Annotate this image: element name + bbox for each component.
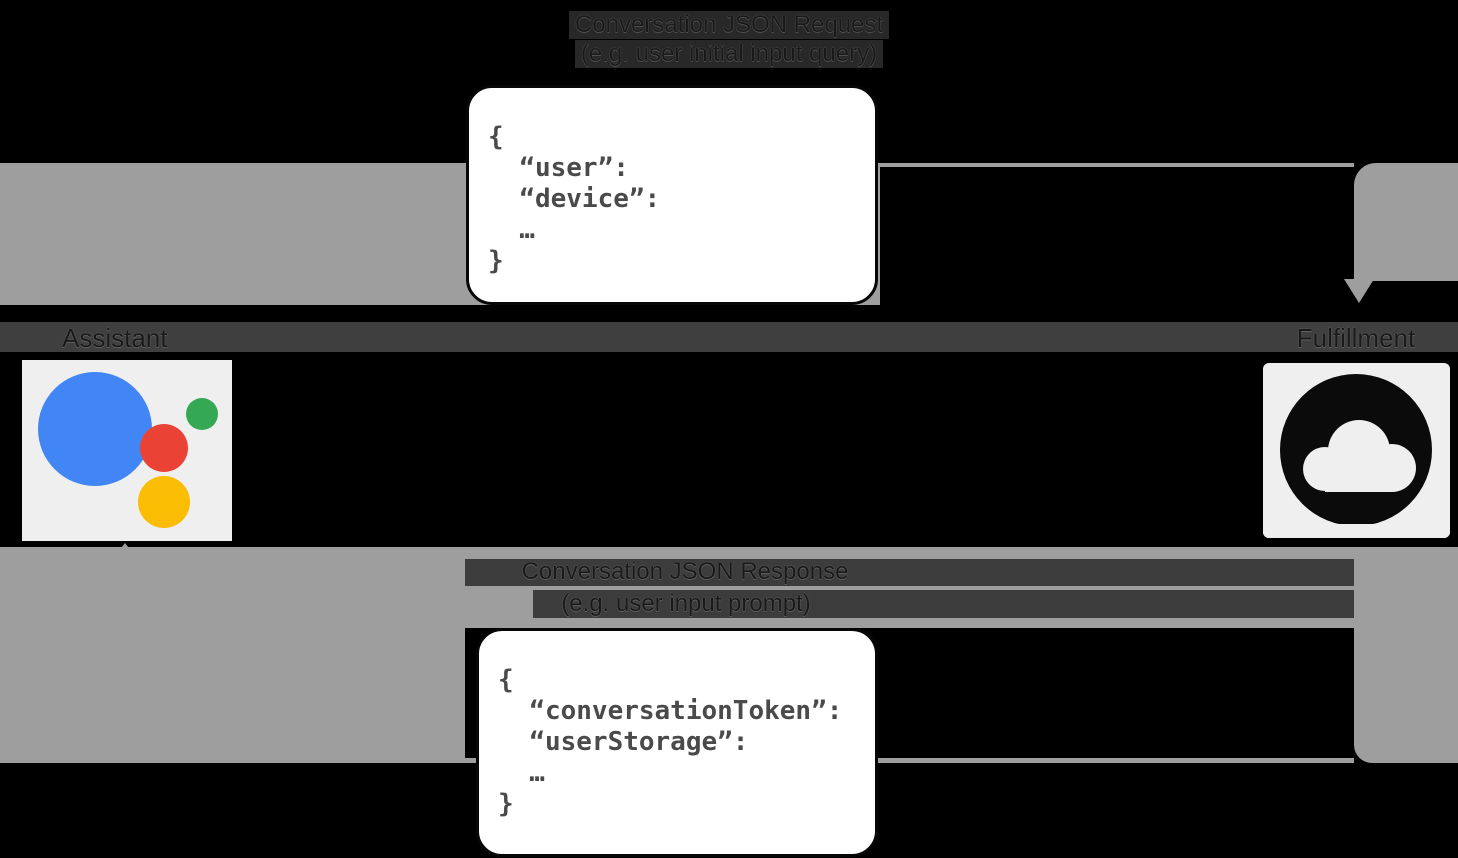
code-line: “userStorage”: xyxy=(498,727,749,757)
request-arrowhead-icon xyxy=(1344,279,1374,303)
code-line: “device”: xyxy=(488,184,661,214)
code-line: “user”: xyxy=(488,153,629,183)
request-label-title: Conversation JSON Request xyxy=(568,11,890,39)
response-label-band-1 xyxy=(455,559,1354,586)
response-json-box: { “conversationToken”: “userStorage”: …} xyxy=(476,628,878,857)
cloud-icon xyxy=(1263,374,1450,538)
code-line: … xyxy=(498,758,545,788)
assistant-label: Assistant xyxy=(62,323,168,353)
response-label-title: Conversation JSON Response xyxy=(521,558,849,585)
response-json-code: { “conversationToken”: “userStorage”: …} xyxy=(479,631,875,820)
code-line: } xyxy=(488,246,504,276)
actor-label-band xyxy=(0,322,1458,352)
code-line: “conversationToken”: xyxy=(498,696,843,726)
response-label-band-2 xyxy=(533,590,1354,618)
request-json-code: { “user”: “device”: …} xyxy=(469,88,875,277)
request-arrow-column xyxy=(1354,163,1458,281)
response-label-subtitle: (e.g. user input prompt) xyxy=(561,590,811,617)
response-arrowhead-icon xyxy=(111,543,139,561)
fulfillment-label: Fulfillment xyxy=(1296,323,1416,353)
code-line: … xyxy=(488,215,535,245)
assistant-blue-circle-icon xyxy=(38,372,152,486)
code-line: } xyxy=(498,789,514,819)
assistant-green-circle-icon xyxy=(186,398,218,430)
response-arrow-block xyxy=(0,547,465,758)
assistant-yellow-circle-icon xyxy=(138,476,190,528)
request-json-box: { “user”: “device”: …} xyxy=(466,85,878,305)
fulfillment-tile xyxy=(1263,363,1450,538)
assistant-red-circle-icon xyxy=(140,424,188,472)
code-line: { xyxy=(498,665,514,695)
code-line: { xyxy=(488,122,504,152)
assistant-tile xyxy=(22,360,232,541)
request-label: Conversation JSON Request (e.g. user ini… xyxy=(0,11,1458,69)
request-label-subtitle: (e.g. user initial input query) xyxy=(574,40,884,68)
response-arrow-column xyxy=(1354,547,1458,763)
